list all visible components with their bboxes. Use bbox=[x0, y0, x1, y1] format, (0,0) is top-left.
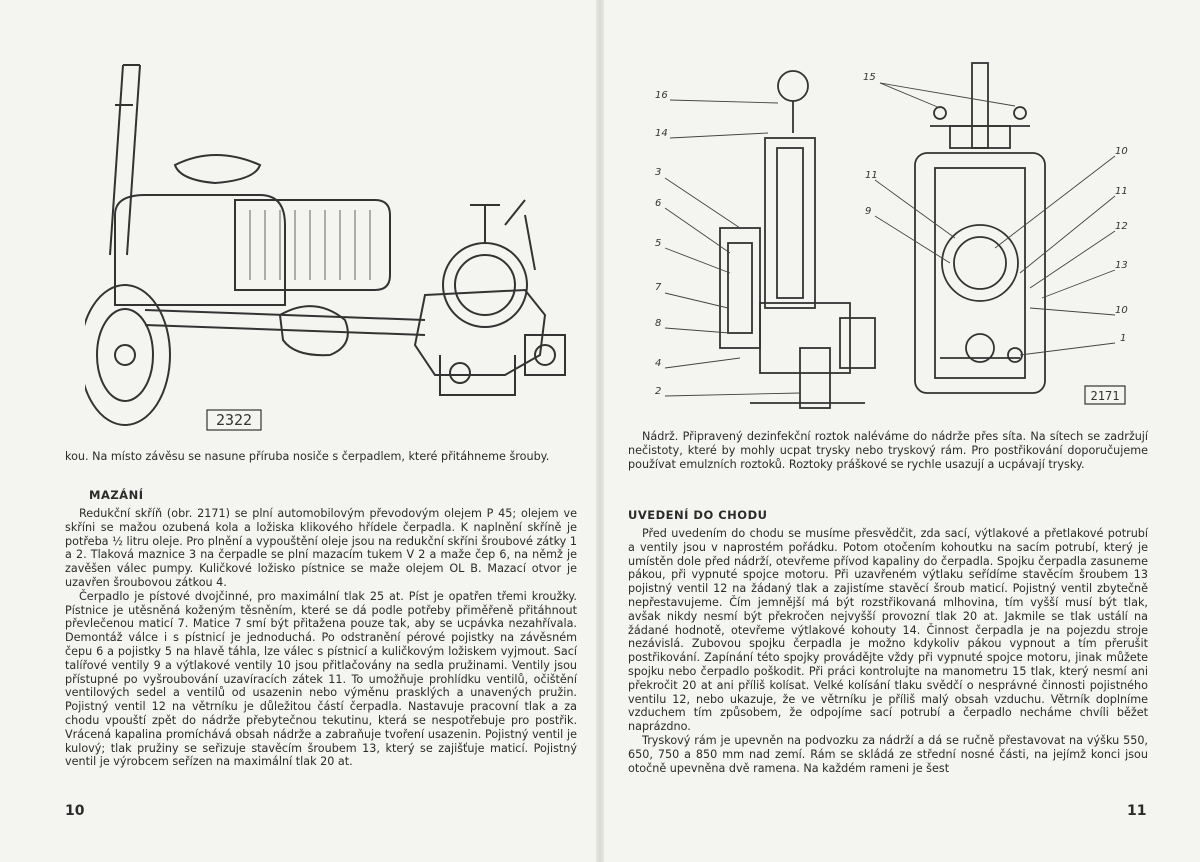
left-intro: kou. Na místo závěsu se nasune příruba n… bbox=[65, 450, 577, 464]
callout-16: 16 bbox=[655, 90, 668, 101]
callout-14: 14 bbox=[655, 128, 668, 139]
callout-13: 13 bbox=[1115, 260, 1128, 271]
callout-6: 6 bbox=[655, 198, 661, 209]
right-intro: Nádrž. Připravený dezinfekční roztok nal… bbox=[628, 430, 1148, 471]
left-body: Redukční skříň (obr. 2171) se plní autom… bbox=[65, 507, 577, 769]
left-paragraph-2: Čerpadlo je pístové dvojčinné, pro maxim… bbox=[65, 589, 577, 769]
left-section-heading: MAZÁNÍ bbox=[89, 488, 144, 502]
callout-7: 7 bbox=[655, 282, 662, 293]
callout-2: 2 bbox=[655, 386, 661, 397]
left-page bbox=[0, 0, 600, 862]
callout-15: 15 bbox=[863, 72, 876, 83]
callout-10-top: 10 bbox=[1115, 146, 1128, 157]
figure-label: 2171 bbox=[1091, 389, 1120, 403]
pump-diagram: 16 15 14 3 6 5 7 8 4 2 10 11 9 11 12 13 … bbox=[650, 58, 1160, 433]
right-body: Před uvedením do chodu se musíme přesvěd… bbox=[628, 527, 1148, 775]
callout-4: 4 bbox=[655, 358, 661, 369]
callout-8: 8 bbox=[655, 318, 661, 329]
right-intro-text: Nádrž. Připravený dezinfekční roztok nal… bbox=[628, 430, 1148, 471]
right-paragraph-1: Před uvedením do chodu se musíme přesvěd… bbox=[628, 527, 1148, 734]
callout-9: 9 bbox=[865, 206, 871, 217]
figure-label-box bbox=[1084, 385, 1126, 405]
sprayer-illustration: 2322 bbox=[85, 55, 585, 445]
right-paragraph-2: Tryskový rám je upevněn na podvozku za n… bbox=[628, 733, 1148, 775]
right-page bbox=[600, 0, 1200, 862]
callout-5: 5 bbox=[655, 238, 661, 249]
right-section-heading: UVEDENÍ DO CHODU bbox=[628, 508, 768, 522]
callout-3: 3 bbox=[655, 167, 661, 178]
callout-1: 1 bbox=[1120, 333, 1126, 344]
callout-10-bottom: 10 bbox=[1115, 305, 1128, 316]
left-page-number: 10 bbox=[65, 803, 85, 819]
callout-11-left: 11 bbox=[865, 170, 878, 181]
left-paragraph-1: Redukční skříň (obr. 2171) se plní autom… bbox=[65, 507, 577, 589]
figure-label: 2322 bbox=[216, 411, 252, 429]
book-gutter bbox=[596, 0, 604, 862]
left-intro-text: kou. Na místo závěsu se nasune příruba n… bbox=[65, 450, 550, 463]
callout-12: 12 bbox=[1115, 221, 1128, 232]
figure-label-box bbox=[206, 409, 262, 431]
callout-11-right: 11 bbox=[1115, 186, 1128, 197]
right-page-number: 11 bbox=[1127, 803, 1147, 819]
